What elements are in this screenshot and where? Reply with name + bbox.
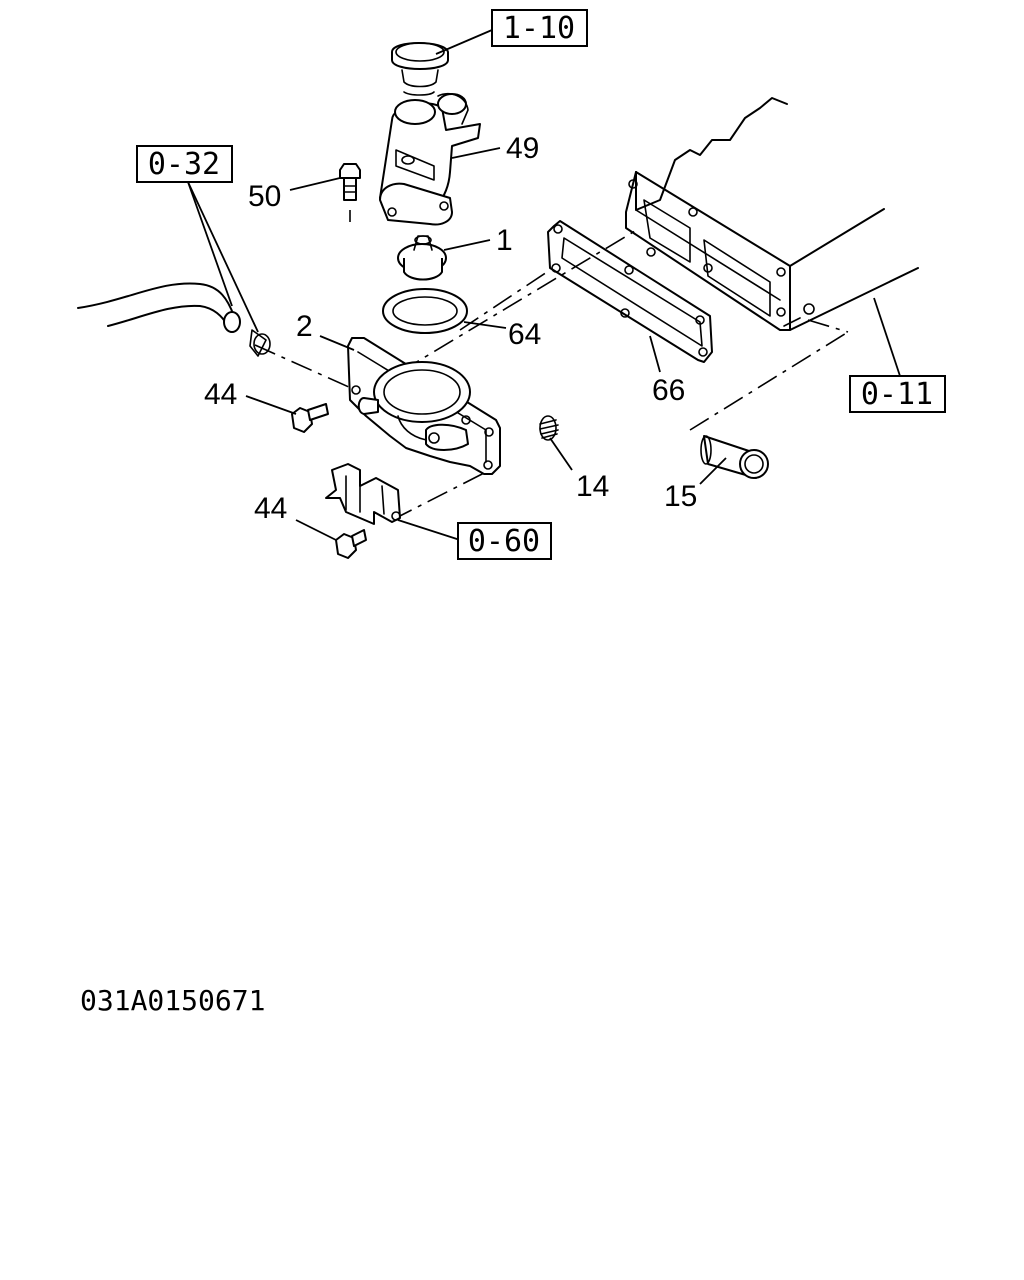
hose [77,282,271,357]
drawing-code: 031A0150671 [80,984,265,1017]
ref-box-0-11: 0-11 [849,375,946,413]
part-label-66: 66 [652,374,685,407]
ref-box-0-32: 0-32 [136,145,233,183]
bracket [325,463,401,525]
part-label-44-upper: 44 [204,378,237,411]
water-outlet-housing [379,92,481,226]
bolt-44-upper [291,403,329,433]
spring-14 [539,415,559,441]
part-label-44-lower: 44 [254,492,287,525]
part-label-49: 49 [506,132,539,165]
ref-label: 0-11 [861,377,933,412]
engine-block [625,97,919,331]
leader-lines [187,29,901,541]
ref-box-0-60: 0-60 [457,522,552,560]
ref-label: 0-32 [148,147,220,182]
part-label-64: 64 [508,318,541,351]
gasket-ring-64 [382,288,468,334]
gasket-66 [547,220,713,363]
alignment-lines [254,210,849,521]
part-label-15: 15 [664,480,697,513]
bolt-44-lower [335,529,367,559]
thermostat [397,235,447,281]
pipe-15 [700,435,769,479]
part-label-50: 50 [248,180,281,213]
part-label-2: 2 [296,310,313,343]
ref-label: 0-60 [468,524,540,559]
part-label-1: 1 [496,224,513,257]
bolt-50 [339,163,361,201]
radiator-cap [391,42,449,96]
thermostat-housing [347,337,501,475]
ref-label: 1-10 [503,11,575,46]
part-label-14: 14 [576,470,609,503]
ref-box-1-10: 1-10 [491,9,588,47]
